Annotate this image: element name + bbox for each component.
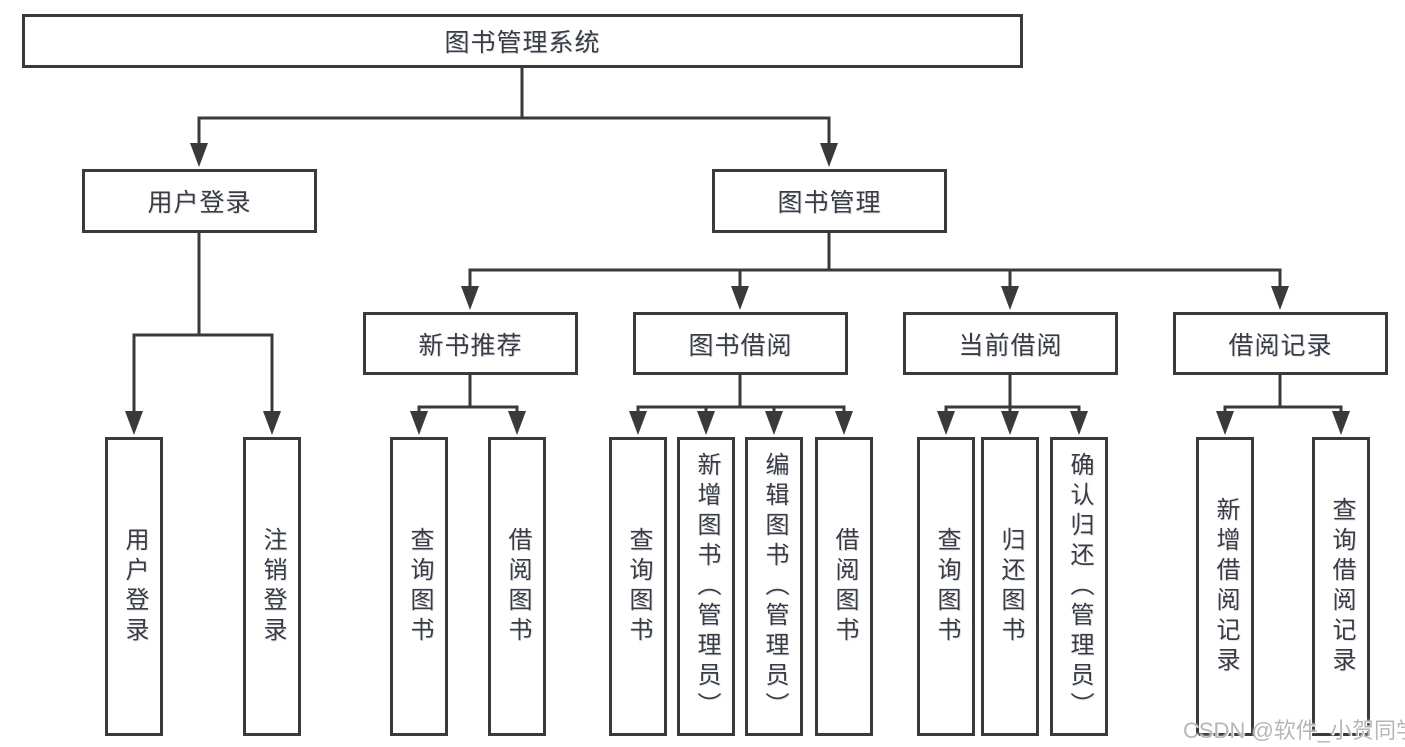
leaf-current-return-books: 归还图书 [981,437,1039,736]
arrowhead-records-add [1216,411,1234,435]
leaf-logout: 注销登录 [243,437,301,736]
arrowhead-book-borrow [731,286,749,310]
arrowhead-book-management [820,143,838,167]
node-new-book-recommendation: 新书推荐 [363,312,578,375]
arrowhead-borrow-add [697,411,715,435]
arrowhead-current-query [937,411,955,435]
leaf-current-query-books: 查询图书 [917,437,975,736]
node-library-management-system: 图书管理系统 [22,14,1023,68]
leaf-records-query-record: 查询借阅记录 [1312,437,1370,736]
connector-line-book-borrow [636,375,846,414]
leaf-records-add-record: 新增借阅记录 [1196,437,1254,736]
node-book-management: 图书管理 [712,169,947,233]
arrowhead-records-query [1332,411,1350,435]
node-current-borrowing: 当前借阅 [903,312,1118,375]
connector-line-root [197,68,831,146]
arrowhead-current-confirm [1070,411,1088,435]
arrowhead-leaf-login [125,411,143,435]
arrowhead-rec-borrow [508,411,526,435]
arrowhead-borrow-records [1271,286,1289,310]
leaf-borrow-add-books-admin: 新增图书（管理员） [677,437,735,736]
arrowhead-leaf-logout [263,411,281,435]
leaf-borrow-borrow-books: 借阅图书 [815,437,873,736]
connector-line-book-management [468,233,1282,289]
connector-line-user-login [132,233,274,414]
leaf-borrow-edit-books-admin: 编辑图书（管理员） [745,437,803,736]
node-user-login: 用户登录 [82,169,317,233]
arrowhead-rec-query [410,411,428,435]
arrowhead-borrow-borrow [835,411,853,435]
arrowhead-new-book-rec [461,286,479,310]
csdn-watermark: CSDN @软件_小贺同学 [1183,718,1405,743]
leaf-rec-borrow-books: 借阅图书 [488,437,546,736]
leaf-current-confirm-return-admin: 确认归还（管理员） [1050,437,1108,736]
leaf-rec-query-books: 查询图书 [390,437,448,736]
arrowhead-borrow-query [629,411,647,435]
arrowhead-current-borrow [1001,286,1019,310]
leaf-borrow-query-books: 查询图书 [609,437,667,736]
node-book-borrowing: 图书借阅 [633,312,848,375]
leaf-user-login: 用户登录 [105,437,163,736]
arrowhead-current-return [1001,411,1019,435]
node-borrowing-records: 借阅记录 [1173,312,1388,375]
arrowhead-borrow-edit [765,411,783,435]
connector-line-new-book-rec [417,375,519,414]
connector-line-current-borrow [944,375,1081,414]
connector-line-borrow-records [1223,375,1343,414]
arrowhead-user-login [190,143,208,167]
